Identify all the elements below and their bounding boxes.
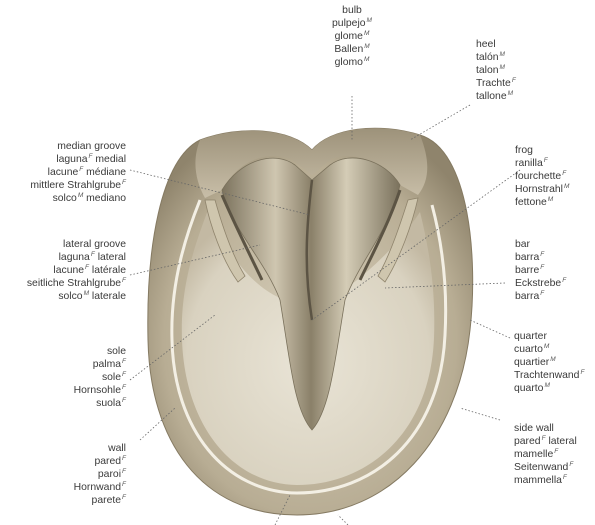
label-quarter: quarter cuartoM quartierM TrachtenwandF … — [514, 330, 584, 395]
label-wall: wall paredF paroiF HornwandF pareteF — [74, 442, 126, 507]
label-bar-it: barraF — [515, 290, 566, 303]
label-sole-fr: soleF — [74, 371, 126, 384]
label-bar-es: barraF — [515, 251, 566, 264]
label-median-groove-en: median groove — [30, 140, 126, 153]
label-sole-de: HornsohleF — [74, 384, 126, 397]
label-median-groove-it: solcoM mediano — [30, 192, 126, 205]
label-heel-en: heel — [476, 38, 516, 51]
label-side-wall-en: side wall — [514, 422, 577, 435]
label-side-wall-fr: mamelleF — [514, 448, 577, 461]
label-quarter-es: cuartoM — [514, 343, 584, 356]
label-bar-en: bar — [515, 238, 566, 251]
label-frog-it: fettoneM — [515, 196, 569, 209]
label-heel-es: talónM — [476, 51, 516, 64]
leader-side-wall — [460, 408, 500, 420]
label-bar: bar barraF barreF EckstrebeF barraF — [515, 238, 566, 303]
label-median-groove-fr: lacuneF médiane — [30, 166, 126, 179]
label-median-groove-es: lagunaF medial — [30, 153, 126, 166]
label-wall-it: pareteF — [74, 494, 126, 507]
label-lateral-groove-es: lagunaF lateral — [27, 251, 126, 264]
label-frog-fr: fourchetteF — [515, 170, 569, 183]
label-bulb-de: BallenM — [330, 43, 374, 56]
label-wall-de: HornwandF — [74, 481, 126, 494]
label-wall-es: paredF — [74, 455, 126, 468]
label-bar-fr: barreF — [515, 264, 566, 277]
label-sole: sole palmaF soleF HornsohleF suolaF — [74, 345, 126, 410]
label-side-wall: side wall paredF lateral mamelleF Seiten… — [514, 422, 577, 487]
label-bulb-es: pulpejoM — [330, 17, 374, 30]
label-wall-fr: paroiF — [74, 468, 126, 481]
label-median-groove: median groove lagunaF medial lacuneF méd… — [30, 140, 126, 205]
label-median-groove-de: mittlere StrahlgrubeF — [30, 179, 126, 192]
label-sole-es: palmaF — [74, 358, 126, 371]
label-frog-es: ranillaF — [515, 157, 569, 170]
label-quarter-fr: quartierM — [514, 356, 584, 369]
label-lateral-groove-fr: lacuneF latérale — [27, 264, 126, 277]
label-heel-it: talloneM — [476, 90, 516, 103]
label-frog-de: HornstrahlM — [515, 183, 569, 196]
label-sole-it: suolaF — [74, 397, 126, 410]
label-quarter-it: quartoM — [514, 382, 584, 395]
label-bulb-it: glomoM — [330, 56, 374, 69]
label-quarter-de: TrachtenwandF — [514, 369, 584, 382]
label-side-wall-de: SeitenwandF — [514, 461, 577, 474]
label-side-wall-es: paredF lateral — [514, 435, 577, 448]
label-heel-de: TrachteF — [476, 77, 516, 90]
label-sole-en: sole — [74, 345, 126, 358]
leader-quarter — [470, 320, 510, 338]
label-frog: frog ranillaF fourchetteF HornstrahlM fe… — [515, 144, 569, 209]
label-lateral-groove-it: solcoM laterale — [27, 290, 126, 303]
label-bar-de: EckstrebeF — [515, 277, 566, 290]
label-wall-en: wall — [74, 442, 126, 455]
label-bulb: bulb pulpejoM glomeM BallenM glomoM — [330, 4, 374, 69]
label-lateral-groove-de: seitliche StrahlgrubeF — [27, 277, 126, 290]
label-side-wall-it: mammellaF — [514, 474, 577, 487]
label-bulb-fr: glomeM — [330, 30, 374, 43]
label-frog-en: frog — [515, 144, 569, 157]
label-lateral-groove: lateral groove lagunaF lateral lacuneF l… — [27, 238, 126, 303]
leader-bottom-right — [338, 515, 348, 525]
label-heel-fr: talonM — [476, 64, 516, 77]
label-heel: heel talónM talonM TrachteF talloneM — [476, 38, 516, 103]
label-bulb-en: bulb — [330, 4, 374, 17]
label-lateral-groove-en: lateral groove — [27, 238, 126, 251]
label-quarter-en: quarter — [514, 330, 584, 343]
